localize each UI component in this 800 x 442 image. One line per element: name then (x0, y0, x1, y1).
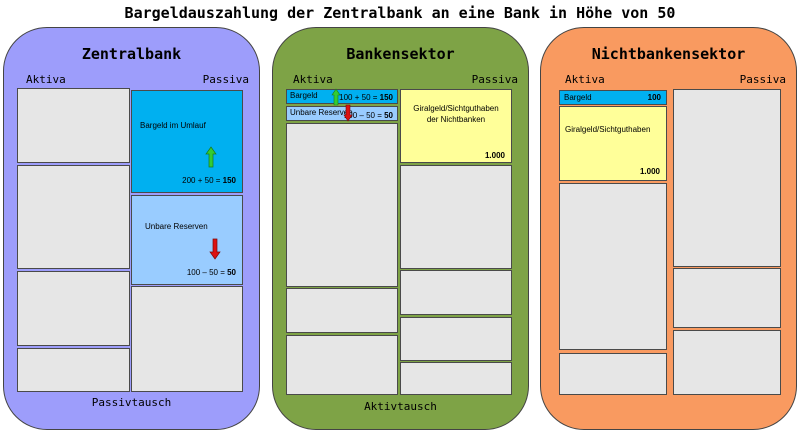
giralgeld-value: 1.000 (639, 167, 660, 176)
aktiva-box-3 (17, 271, 130, 346)
aktiva-box-4 (286, 288, 398, 333)
passiva-label: Passiva (739, 73, 786, 86)
giralgeld-label: Giralgeld/Sichtguthaben (565, 125, 651, 134)
unbare-reserven-box: Unbare Reserven 100 – 50 = 50 (131, 195, 243, 285)
aktiva-box-4 (559, 353, 667, 395)
giralgeld-label-1: Giralgeld/Sichtguthaben (413, 104, 499, 113)
passiva-box-3 (131, 286, 243, 392)
bargeld-im-umlauf-calc: 200 + 50 = 150 (182, 176, 236, 185)
passiva-box-3 (673, 330, 781, 395)
panel-zentralbank: Zentralbank Aktiva Passiva Bargeld im Um… (3, 27, 260, 430)
up-arrow-icon (331, 88, 341, 106)
passiva-label: Passiva (471, 73, 518, 86)
aktiva-label: Aktiva (26, 73, 66, 86)
aktiva-box-3 (286, 123, 398, 287)
passivtausch-label: Passivtausch (91, 396, 172, 409)
panel-bankensektor: Bankensektor Aktiva Passiva Bargeld 100 … (272, 27, 529, 430)
aktiva-box-4 (17, 348, 130, 392)
aktiva-box-2 (17, 165, 130, 269)
passiva-box-2 (400, 165, 512, 269)
bargeld-value: 100 (647, 93, 661, 102)
aktivtausch-label: Aktivtausch (364, 400, 437, 413)
aktiva-label: Aktiva (293, 73, 333, 86)
down-arrow-icon (209, 238, 221, 260)
unbare-reserven-box: Unbare Reserven 100 – 50 = 50 (286, 106, 398, 121)
passiva-label: Passiva (202, 73, 249, 86)
unbare-reserven-label: Unbare Reserven (290, 108, 353, 117)
bargeld-label: Bargeld (564, 93, 592, 102)
panel-nichtbankensektor: Nichtbankensektor Aktiva Passiva Bargeld… (540, 27, 797, 430)
giralgeld-label-2: der Nichtbanken (426, 115, 486, 124)
bargeld-im-umlauf-box: Bargeld im Umlauf 200 + 50 = 150 (131, 90, 243, 193)
page-title: Bargeldauszahlung der Zentralbank an ein… (124, 4, 676, 22)
panel-title: Zentralbank (81, 45, 182, 63)
bargeld-label: Bargeld (290, 91, 318, 100)
panel-title: Bankensektor (346, 45, 455, 63)
bargeld-im-umlauf-label: Bargeld im Umlauf (140, 121, 206, 130)
passiva-box-4 (400, 317, 512, 361)
passiva-box-3 (400, 270, 512, 315)
bargeld-calc: 100 + 50 = 150 (339, 93, 393, 102)
panel-title: Nichtbankensektor (591, 45, 746, 63)
unbare-reserven-calc: 100 – 50 = 50 (186, 268, 236, 277)
giralgeld-box: Giralgeld/Sichtguthaben 1.000 (559, 106, 667, 181)
aktiva-box-3 (559, 183, 667, 350)
unbare-reserven-calc: 100 – 50 = 50 (343, 111, 393, 120)
giralgeld-value: 1.000 (484, 151, 505, 160)
passiva-box-5 (400, 362, 512, 395)
bargeld-box: Bargeld 100 (559, 90, 667, 105)
aktiva-box-5 (286, 335, 398, 395)
up-arrow-icon (205, 146, 217, 168)
down-arrow-icon (343, 104, 353, 122)
unbare-reserven-label: Unbare Reserven (145, 222, 208, 231)
aktiva-box-1 (17, 88, 130, 163)
passiva-box-2 (673, 268, 781, 328)
bargeld-box: Bargeld 100 + 50 = 150 (286, 89, 398, 104)
passiva-box-1 (673, 89, 781, 267)
giralgeld-box: Giralgeld/Sichtguthaben der Nichtbanken … (400, 89, 512, 163)
aktiva-label: Aktiva (565, 73, 605, 86)
